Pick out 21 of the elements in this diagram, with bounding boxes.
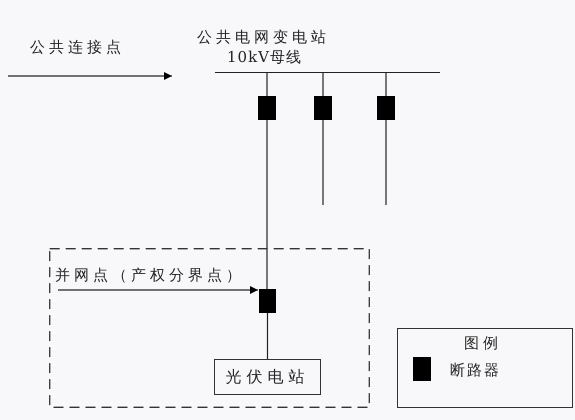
breaker-symbol — [377, 96, 395, 120]
arrow — [8, 72, 172, 80]
breaker-symbol — [314, 96, 332, 120]
connection-line — [266, 73, 268, 96]
legend-title: 图例 — [464, 334, 502, 352]
connection-line — [322, 73, 324, 96]
breaker-symbol — [258, 96, 276, 120]
connection-line — [385, 73, 387, 96]
breaker-symbol — [259, 289, 276, 313]
arrow — [58, 286, 258, 294]
bus-title: 10kV母线 — [227, 48, 302, 66]
bus-title: 公共电网变电站 — [197, 28, 330, 46]
point-label: 公共连接点 — [5, 38, 165, 76]
point-label: 并网点（产权分界点） — [55, 266, 255, 290]
connection-line — [385, 120, 387, 205]
connection-line — [266, 120, 268, 289]
dashed-boundary — [49, 248, 370, 408]
station-box: 光伏电站 — [214, 359, 321, 395]
legend-label: 断路器 — [450, 361, 501, 379]
connection-line — [322, 120, 324, 205]
connection-line — [266, 313, 268, 359]
